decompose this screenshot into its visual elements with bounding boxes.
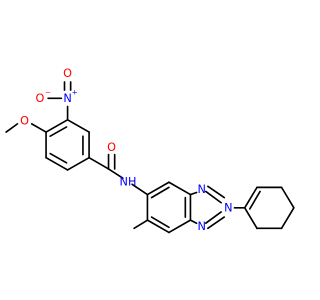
- atom-amide-o: O: [107, 141, 116, 154]
- atom-nitro-o-left: O: [36, 92, 45, 105]
- bond: [131, 183, 149, 196]
- atom-nitro-n: N: [63, 92, 71, 105]
- structure-diagram: O − N + O O O NH N N N: [5, 67, 295, 234]
- bond: [150, 216, 170, 229]
- bond: [49, 152, 68, 164]
- bond: [5, 123, 19, 133]
- bond: [243, 186, 258, 209]
- bond: [30, 123, 47, 133]
- bond: [204, 190, 222, 204]
- bond: [150, 186, 170, 199]
- molecule-canvas: O − N + O O O NH N N N: [5, 67, 295, 234]
- bond: [207, 216, 226, 230]
- bond: [204, 211, 222, 225]
- bond: [49, 126, 68, 137]
- bond: [280, 207, 295, 230]
- bond: [168, 219, 192, 234]
- bond: [189, 191, 198, 196]
- bond: [88, 156, 110, 170]
- bond: [249, 190, 261, 210]
- bond: [146, 181, 170, 196]
- atom-nitro-o-top: O: [63, 67, 72, 80]
- bond: [45, 118, 69, 133]
- bond: [189, 219, 198, 225]
- bond: [280, 186, 295, 209]
- bond: [146, 219, 170, 234]
- atom-triazole-n-mid: N: [224, 201, 232, 214]
- atom-triazole-n-top: N: [197, 183, 205, 196]
- atom-triazole-n-bottom: N: [197, 220, 205, 233]
- bond: [45, 156, 69, 171]
- bond: [66, 156, 90, 171]
- bond: [107, 168, 124, 179]
- atom-methoxy-o: O: [20, 114, 29, 127]
- bond: [168, 181, 192, 196]
- bond: [66, 118, 90, 133]
- bond-layer: [5, 81, 295, 234]
- bond: [243, 207, 258, 230]
- atom-amide-nh: NH: [120, 176, 137, 189]
- bond: [133, 219, 149, 230]
- charge-minus: −: [45, 88, 51, 97]
- bond: [207, 185, 226, 199]
- charge-plus: +: [72, 88, 78, 97]
